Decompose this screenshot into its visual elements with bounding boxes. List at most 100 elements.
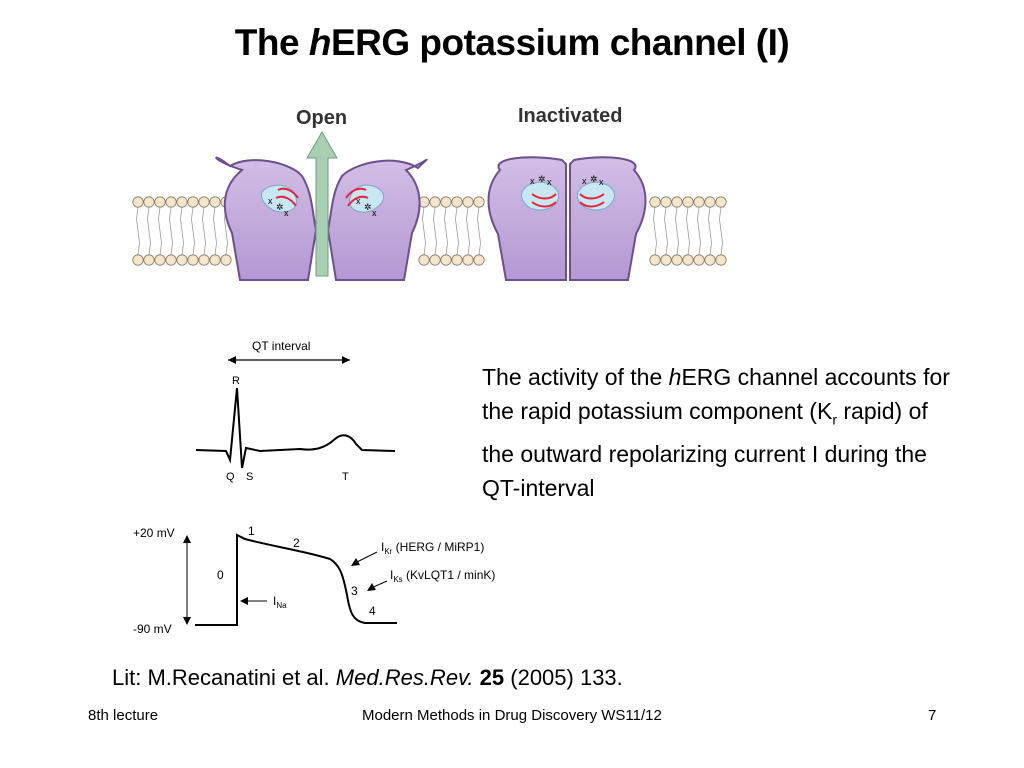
lipid-tail xyxy=(719,206,723,256)
lipid-head xyxy=(704,254,716,266)
lipid-head xyxy=(649,196,661,208)
inactivated-pocket-left xyxy=(521,181,560,211)
open-pocket-left xyxy=(261,184,297,213)
lipid-head xyxy=(198,254,210,266)
lipid-head xyxy=(176,254,188,266)
lipid-head xyxy=(462,254,474,266)
lipid-head xyxy=(165,254,177,266)
voltage-arrow-head-bottom xyxy=(183,617,191,625)
ina-arrow-head xyxy=(240,597,248,605)
ina-label: INa xyxy=(273,594,287,610)
literature-reference: Lit: M.Recanatini et al. Med.Res.Rev. 25… xyxy=(112,665,623,691)
lipid-tail xyxy=(708,206,712,256)
open-channel: x ✲ x x ✲ x Open xyxy=(215,107,428,281)
iks-desc: (KvLQT1 / minK) xyxy=(403,568,496,582)
lit-journal: Med.Res.Rev. xyxy=(335,665,474,690)
lipid-head xyxy=(451,254,463,266)
lipid-tail xyxy=(202,206,206,256)
lipid-head xyxy=(649,254,661,266)
description-italic: h xyxy=(668,364,682,390)
lipid-head xyxy=(671,196,683,208)
inactivated-label: Inactivated xyxy=(518,105,622,127)
inact-mark-right-1: x xyxy=(582,176,587,186)
action-potential-figure: +20 mV -90 mV 0 1 2 3 4 INa IKr (HERG / … xyxy=(133,524,495,636)
lipid-tail xyxy=(169,206,173,256)
lipid-head xyxy=(451,196,463,208)
qt-arrow-head-right xyxy=(342,356,350,364)
lipid-tail xyxy=(455,206,459,256)
lit-prefix: Lit: M.Recanatini et al. xyxy=(112,665,336,690)
lipid-head xyxy=(704,196,716,208)
inact-mark-right-3: x xyxy=(599,177,604,187)
lipid-head xyxy=(660,196,672,208)
lipid-head xyxy=(154,196,166,208)
lipid-head xyxy=(418,254,430,266)
plus20-label: +20 mV xyxy=(133,526,175,540)
lipid-tail xyxy=(433,206,437,256)
inactivated-left-subunit xyxy=(487,156,567,281)
voltage-arrow-head-top xyxy=(183,535,191,543)
open-channel-right-subunit xyxy=(326,158,428,281)
lipid-tail xyxy=(664,206,668,256)
open-mark-right-1: x xyxy=(356,196,361,206)
open-pocket-right xyxy=(349,184,385,213)
lipid-head xyxy=(209,196,221,208)
lipid-head xyxy=(209,254,221,266)
inactivated-red-arcs-left xyxy=(531,193,557,208)
description-text: The activity of the hERG channel account… xyxy=(482,360,952,505)
phase-0-label: 0 xyxy=(217,568,224,582)
lipid-head xyxy=(143,254,155,266)
ikr-sub: Kr xyxy=(384,547,392,556)
phase-1-label: 1 xyxy=(248,524,255,538)
lipid-head xyxy=(462,196,474,208)
ion-flow-arrow xyxy=(306,130,338,277)
inactivated-red-arcs-right xyxy=(579,193,605,208)
open-mark-left-3: x xyxy=(284,208,289,218)
iks-arrow-head xyxy=(367,583,376,591)
inact-mark-right-2: ✲ xyxy=(590,174,598,184)
ina-sub: Na xyxy=(276,601,287,610)
lipid-tail xyxy=(444,206,448,256)
iks-label: IKs (KvLQT1 / minK) xyxy=(390,568,495,584)
phase-4-label: 4 xyxy=(369,604,376,618)
lipid-head xyxy=(715,254,727,266)
footer-page-number: 7 xyxy=(928,707,937,724)
lipid-bilayer xyxy=(132,196,727,266)
ecg-figure: QT interval R Q S T xyxy=(195,339,396,483)
inactivated-channel: x ✲ x x ✲ x Inactivated xyxy=(487,105,647,281)
footer-lecture: 8th lecture xyxy=(88,707,159,724)
phase-3-label: 3 xyxy=(351,584,358,598)
footer-course: Modern Methods in Drug Discovery WS11/12 xyxy=(362,707,662,724)
inact-mark-left-3: x xyxy=(547,177,552,187)
ecg-t-label: T xyxy=(342,471,349,483)
lipid-tail xyxy=(675,206,679,256)
lipid-head xyxy=(440,254,452,266)
lipid-head xyxy=(154,254,166,266)
lipid-tail xyxy=(136,206,140,256)
phase-2-label: 2 xyxy=(293,536,300,550)
lipid-tail xyxy=(422,206,426,256)
lipid-head xyxy=(682,196,694,208)
open-channel-left-subunit xyxy=(215,156,318,281)
ina-main: I xyxy=(273,594,276,608)
lipid-tail xyxy=(213,206,217,256)
lipid-head xyxy=(176,196,188,208)
ap-trace xyxy=(195,533,397,626)
lipid-head xyxy=(440,196,452,208)
lipid-tail xyxy=(158,206,162,256)
qt-arrow-head-left xyxy=(228,356,236,364)
lit-suffix: (2005) 133. xyxy=(504,665,623,690)
description-part3: rapid) of the outward repolarizing curre… xyxy=(482,398,928,501)
description-part2: ERG channel accounts for the rapid potas… xyxy=(482,364,950,424)
lipid-head xyxy=(660,254,672,266)
inactivated-pocket-right xyxy=(576,181,615,211)
ikr-main: I xyxy=(381,540,384,554)
lipid-tail xyxy=(686,206,690,256)
lipid-tail xyxy=(180,206,184,256)
ecg-r-label: R xyxy=(232,375,240,387)
description-part1: The activity of the xyxy=(482,364,669,390)
lipid-tail xyxy=(477,206,481,256)
lipid-head xyxy=(165,196,177,208)
lipid-head xyxy=(693,196,705,208)
open-mark-left-2: ✲ xyxy=(276,202,284,212)
